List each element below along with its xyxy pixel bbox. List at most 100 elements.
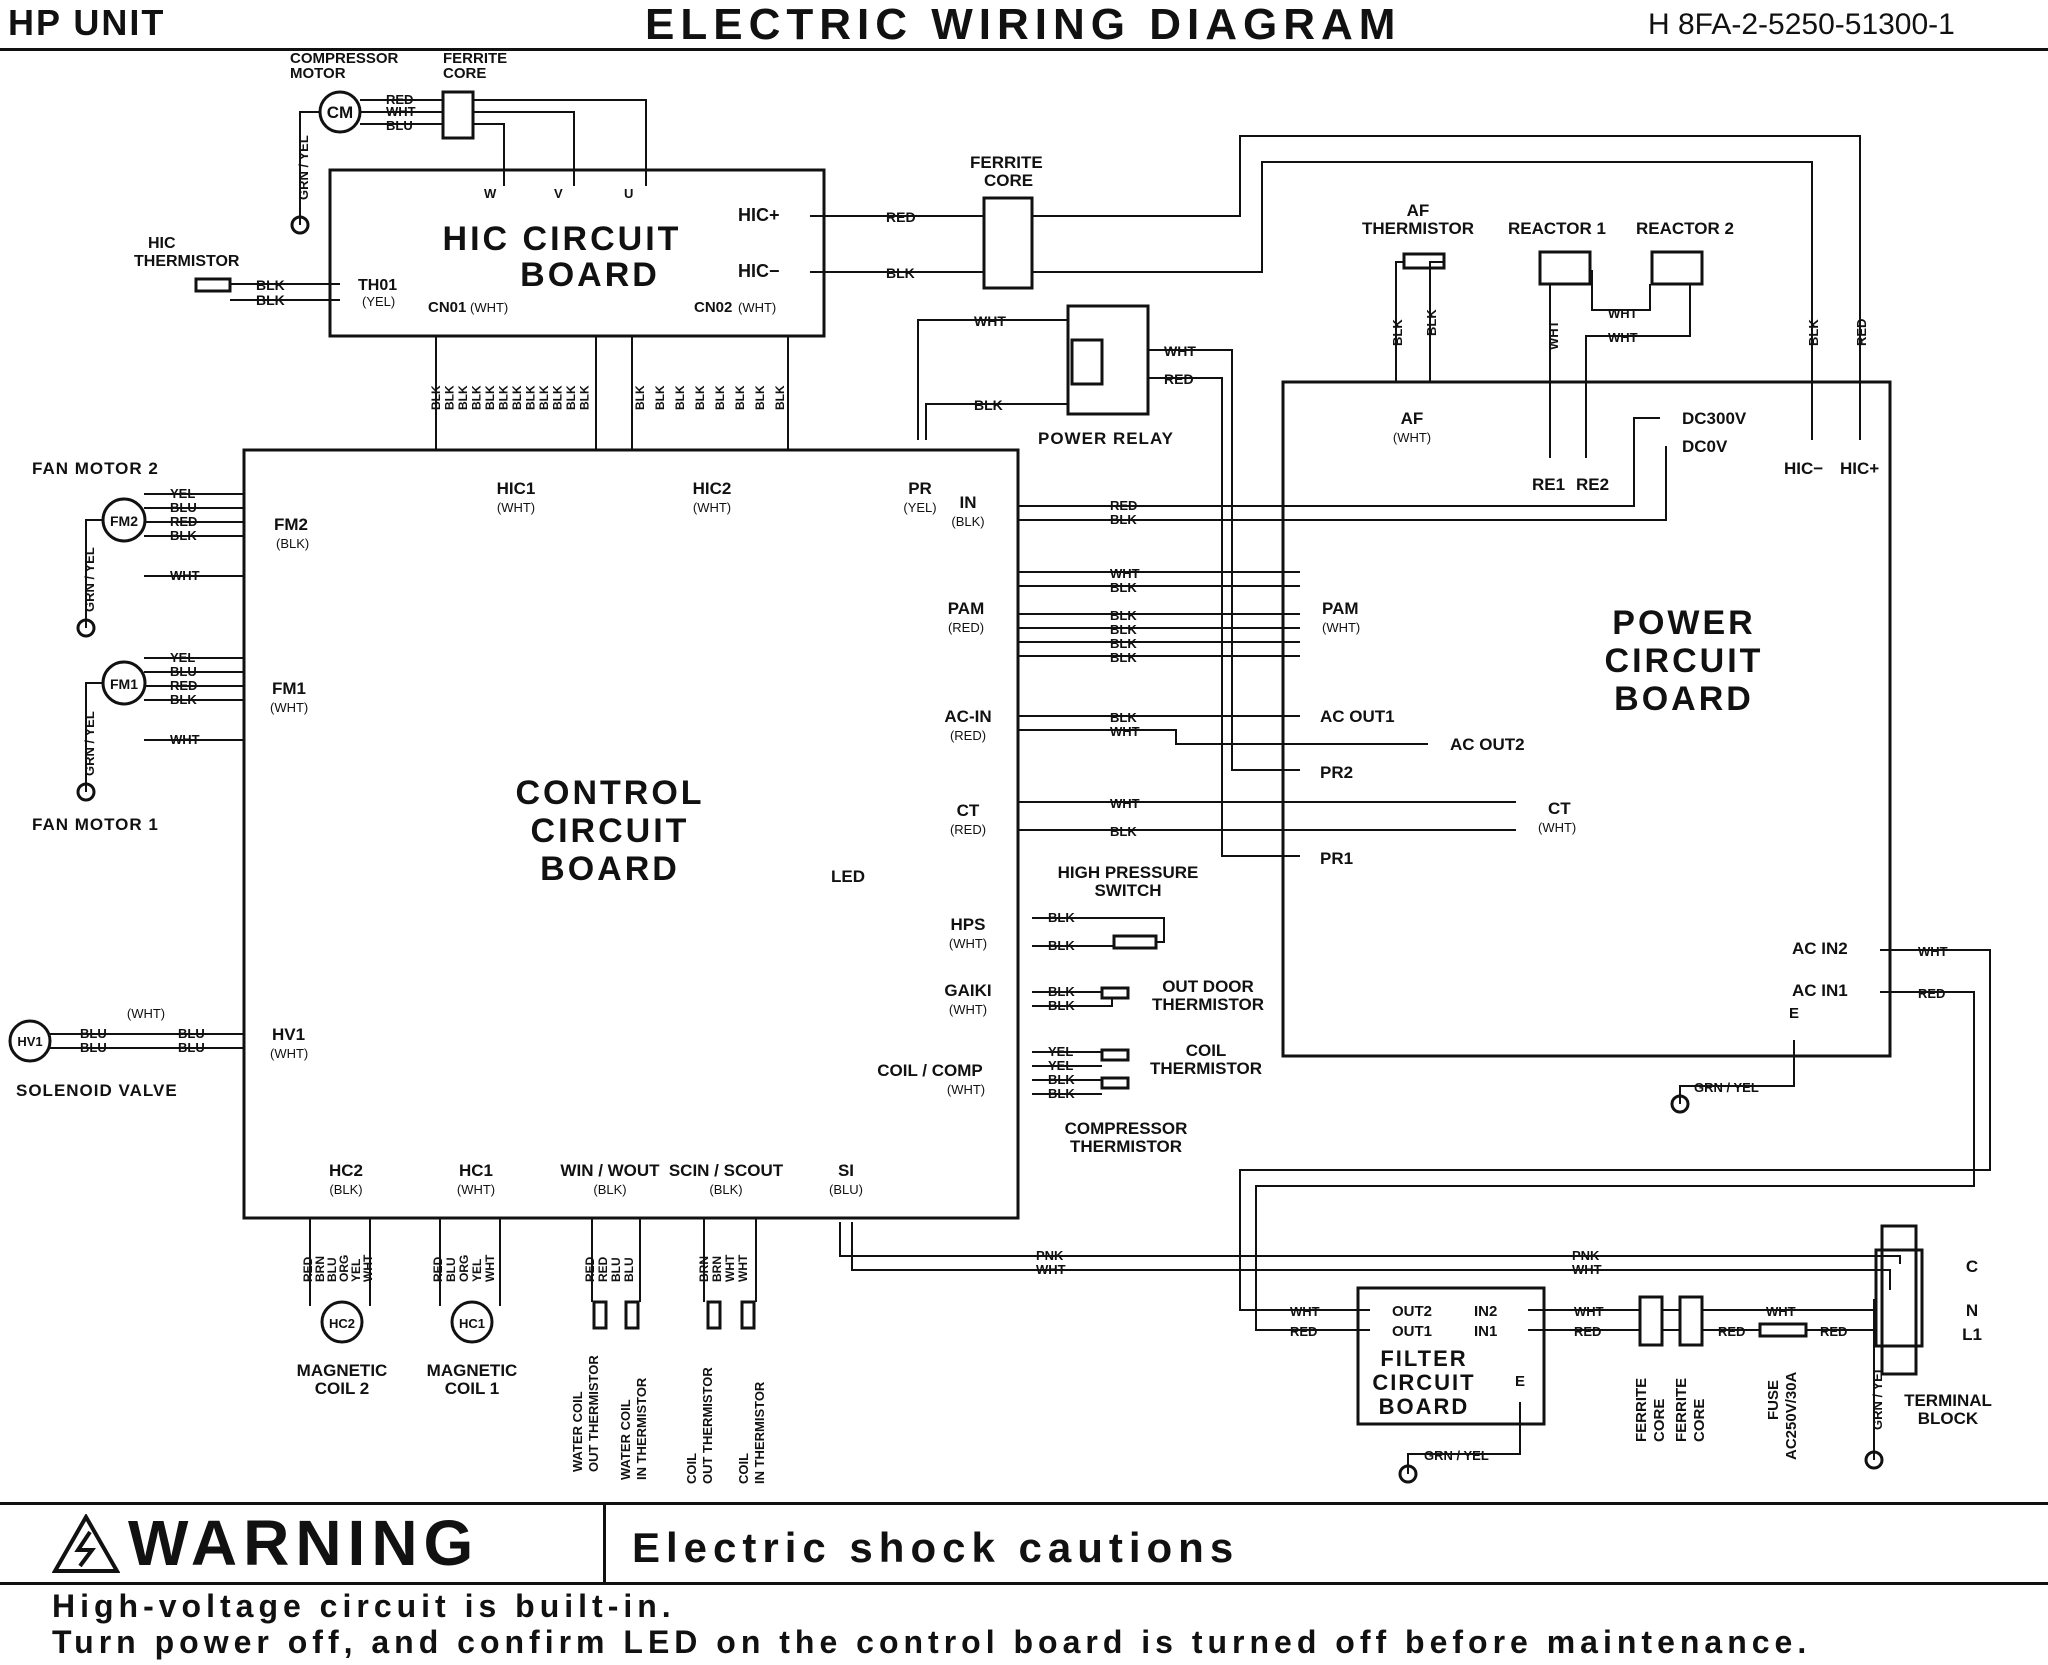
high-pressure-switch-label: HIGH PRESSURE	[1058, 863, 1199, 882]
dc0v-label: DC0V	[1682, 437, 1728, 456]
fm1-symbol-label: FM1	[110, 676, 138, 692]
ferrite-core-label: FERRITE	[1673, 1378, 1690, 1442]
warning-panel: WARNING Electric shock cautions High-vol…	[0, 1502, 2048, 1665]
coil-in-label: COIL	[736, 1453, 751, 1484]
warning-icon	[52, 1514, 120, 1573]
connector-color: (BLK)	[329, 1182, 362, 1197]
cm-label: CM	[327, 103, 353, 122]
wire-label: BRN	[313, 1256, 327, 1282]
acin1-label: AC IN1	[1792, 981, 1848, 1000]
connector-color: (WHT)	[693, 500, 731, 515]
acin-label: AC-IN	[944, 707, 991, 726]
scin-scout-label: SCIN / SCOUT	[669, 1161, 784, 1180]
wire-label: BRN	[710, 1256, 724, 1282]
th01-color: (YEL)	[362, 294, 395, 309]
compressor-motor-label: MOTOR	[290, 65, 346, 82]
connector-color: (WHT)	[738, 300, 776, 315]
fm2-symbol-label: FM2	[110, 513, 138, 529]
wire-label: WHT	[483, 1254, 497, 1282]
fan-motor-2-label: FAN MOTOR 2	[32, 459, 159, 478]
wire-label: WHT	[1766, 1304, 1796, 1319]
connector-color: (WHT)	[497, 500, 535, 515]
wire-label: RED	[1820, 1324, 1847, 1339]
control-board-title: CIRCUIT	[531, 812, 690, 850]
ferrite-core-label: FERRITE	[443, 50, 507, 67]
wire-label: RED	[583, 1256, 597, 1282]
connector-color: (RED)	[950, 728, 986, 743]
outdoor-thermistor-label: THERMISTOR	[1152, 995, 1264, 1014]
wire-label: YEL	[170, 486, 195, 501]
hic1-label: HIC1	[497, 479, 536, 498]
connector-color: (WHT)	[1322, 620, 1360, 635]
wire-label: WHT	[1572, 1262, 1602, 1277]
wire-label: BLK	[170, 692, 197, 707]
header-unit: HP UNIT	[8, 2, 166, 43]
pr2-label: PR2	[1320, 763, 1353, 782]
ferrite-core-label: CORE	[1691, 1399, 1708, 1442]
coil-comp-label: COIL / COMP	[877, 1061, 982, 1080]
connector-color: (YEL)	[903, 500, 936, 515]
pr-label: PR	[908, 479, 932, 498]
wire-label: BLK	[1110, 622, 1137, 637]
ferrite-core-mid-shape	[982, 196, 1034, 290]
ferrite-core-label: CORE	[984, 171, 1033, 190]
wire-label: BLK	[1110, 650, 1137, 665]
water-coil-out-label: OUT THERMISTOR	[586, 1355, 601, 1472]
wire-label: BLK	[1048, 984, 1075, 999]
wire-label: RED	[1290, 1324, 1317, 1339]
wire-label: WHT	[1036, 1262, 1066, 1277]
wire-label: BLU	[386, 118, 413, 133]
connector-color: (BLK)	[593, 1182, 626, 1197]
power-board-title: CIRCUIT	[1605, 642, 1764, 680]
wire-label: BLK	[497, 385, 511, 410]
wire-label: ORG	[337, 1255, 351, 1282]
ferrite-core-label: CORE	[1651, 1399, 1668, 1442]
hc2-symbol-label: HC2	[329, 1316, 355, 1331]
wire-label: RED	[386, 92, 413, 107]
wire-label: BLK	[456, 385, 470, 410]
in2-label: IN2	[1474, 1303, 1497, 1320]
outdoor-thermistor-symbol	[1100, 986, 1130, 1000]
wire-label: BLU	[170, 500, 197, 515]
wire-label: WHT	[1918, 944, 1948, 959]
hic-thermistor-label: HIC	[148, 235, 176, 252]
hic2-label: HIC2	[693, 479, 732, 498]
wire-label: BLK	[673, 385, 687, 410]
wire-label: BLK	[693, 385, 707, 410]
reactor-2-symbol	[1650, 250, 1704, 286]
connector-color: (BLU)	[829, 1182, 863, 1197]
wire-label: BLK	[653, 385, 667, 410]
in-label: IN	[960, 493, 977, 512]
wiring-diagram: COMPRESSORMOTORFERRITECORECMREDWHTBLUGRN…	[8, 50, 1992, 1484]
wire-label: BLK	[564, 385, 578, 410]
connector-color: (BLK)	[951, 514, 984, 529]
compressor-thermistor-label: THERMISTOR	[1070, 1137, 1182, 1156]
connector-color: (WHT)	[1538, 820, 1576, 835]
reactor-1-label: REACTOR 1	[1508, 219, 1606, 238]
hc1-symbol-label: HC1	[459, 1316, 485, 1331]
hv1-symbol-label: HV1	[17, 1034, 42, 1049]
filter-board-title: BOARD	[1379, 1394, 1470, 1419]
connector-color: (WHT)	[1393, 430, 1431, 445]
magnetic-coil-1-label: MAGNETIC	[427, 1361, 518, 1380]
wire-label: BLU	[178, 1040, 205, 1055]
wire-label: WHT	[1110, 796, 1140, 811]
power-relay-label: POWER RELAY	[1038, 429, 1174, 448]
fm1-connector-label: FM1	[272, 679, 306, 698]
wire-label: RED	[1854, 319, 1869, 346]
acout2-label: AC OUT2	[1450, 735, 1525, 754]
hic-thermistor-symbol	[194, 277, 232, 293]
magnetic-coil-1-label: COIL 1	[445, 1379, 499, 1398]
wire-label: GRN / YEL	[82, 711, 97, 776]
wire-label: RED	[301, 1256, 315, 1282]
control-board-title: CONTROL	[515, 774, 704, 812]
acin2-label: AC IN2	[1792, 939, 1848, 958]
magnetic-coil-2-symbol	[320, 1300, 364, 1344]
wire-label: RED	[170, 678, 197, 693]
page-title: ELECTRIC WIRING DIAGRAM	[645, 0, 1402, 49]
wire-label: BLK	[773, 385, 787, 410]
ferrite-core-top-shape	[441, 90, 475, 140]
wire-label: BLK	[1110, 608, 1137, 623]
wire-label: PNK	[1572, 1248, 1600, 1263]
warning-top-rule	[0, 1502, 2048, 1505]
